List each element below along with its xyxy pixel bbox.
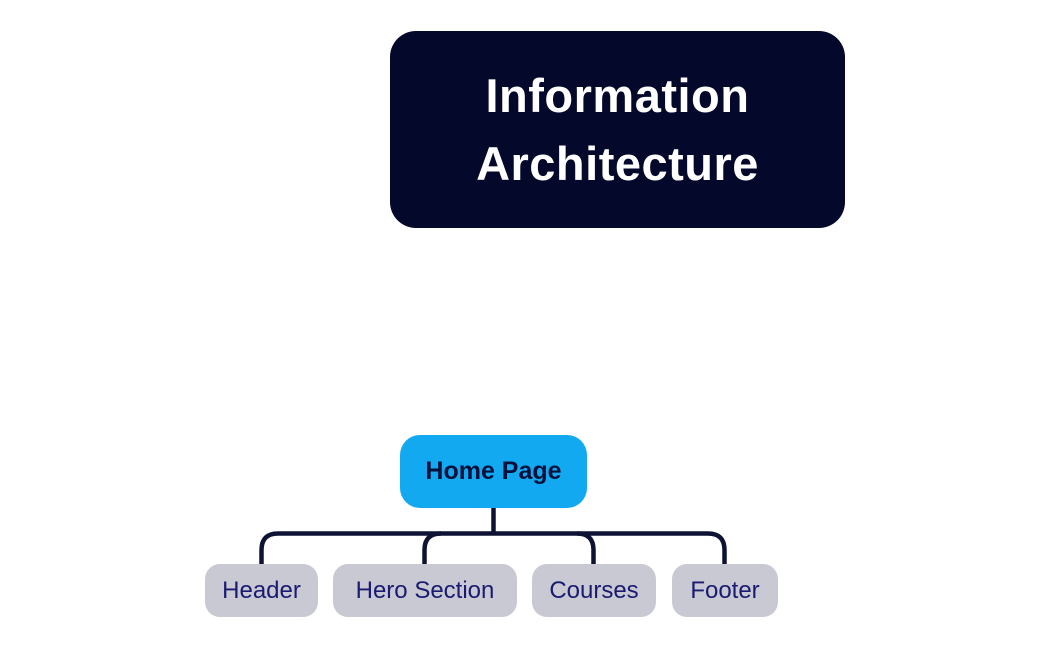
connector-bracket [259, 531, 727, 570]
node-courses-label: Courses [549, 576, 639, 604]
node-header: Header [205, 564, 318, 617]
title-line-2: Architecture [476, 136, 759, 190]
node-footer-label: Footer [690, 576, 760, 604]
node-header-label: Header [222, 576, 301, 604]
node-hero-section-label: Hero Section [355, 576, 495, 604]
connector-elbow-hero [422, 531, 442, 570]
title-line-1: Information [485, 68, 750, 122]
node-hero-section: Hero Section [333, 564, 517, 617]
node-home-page-label: Home Page [425, 457, 562, 485]
title-card: Information Architecture [390, 31, 845, 228]
node-home-page: Home Page [400, 435, 587, 508]
connector-elbow-courses [576, 531, 596, 570]
node-footer: Footer [672, 564, 778, 617]
node-courses: Courses [532, 564, 656, 617]
